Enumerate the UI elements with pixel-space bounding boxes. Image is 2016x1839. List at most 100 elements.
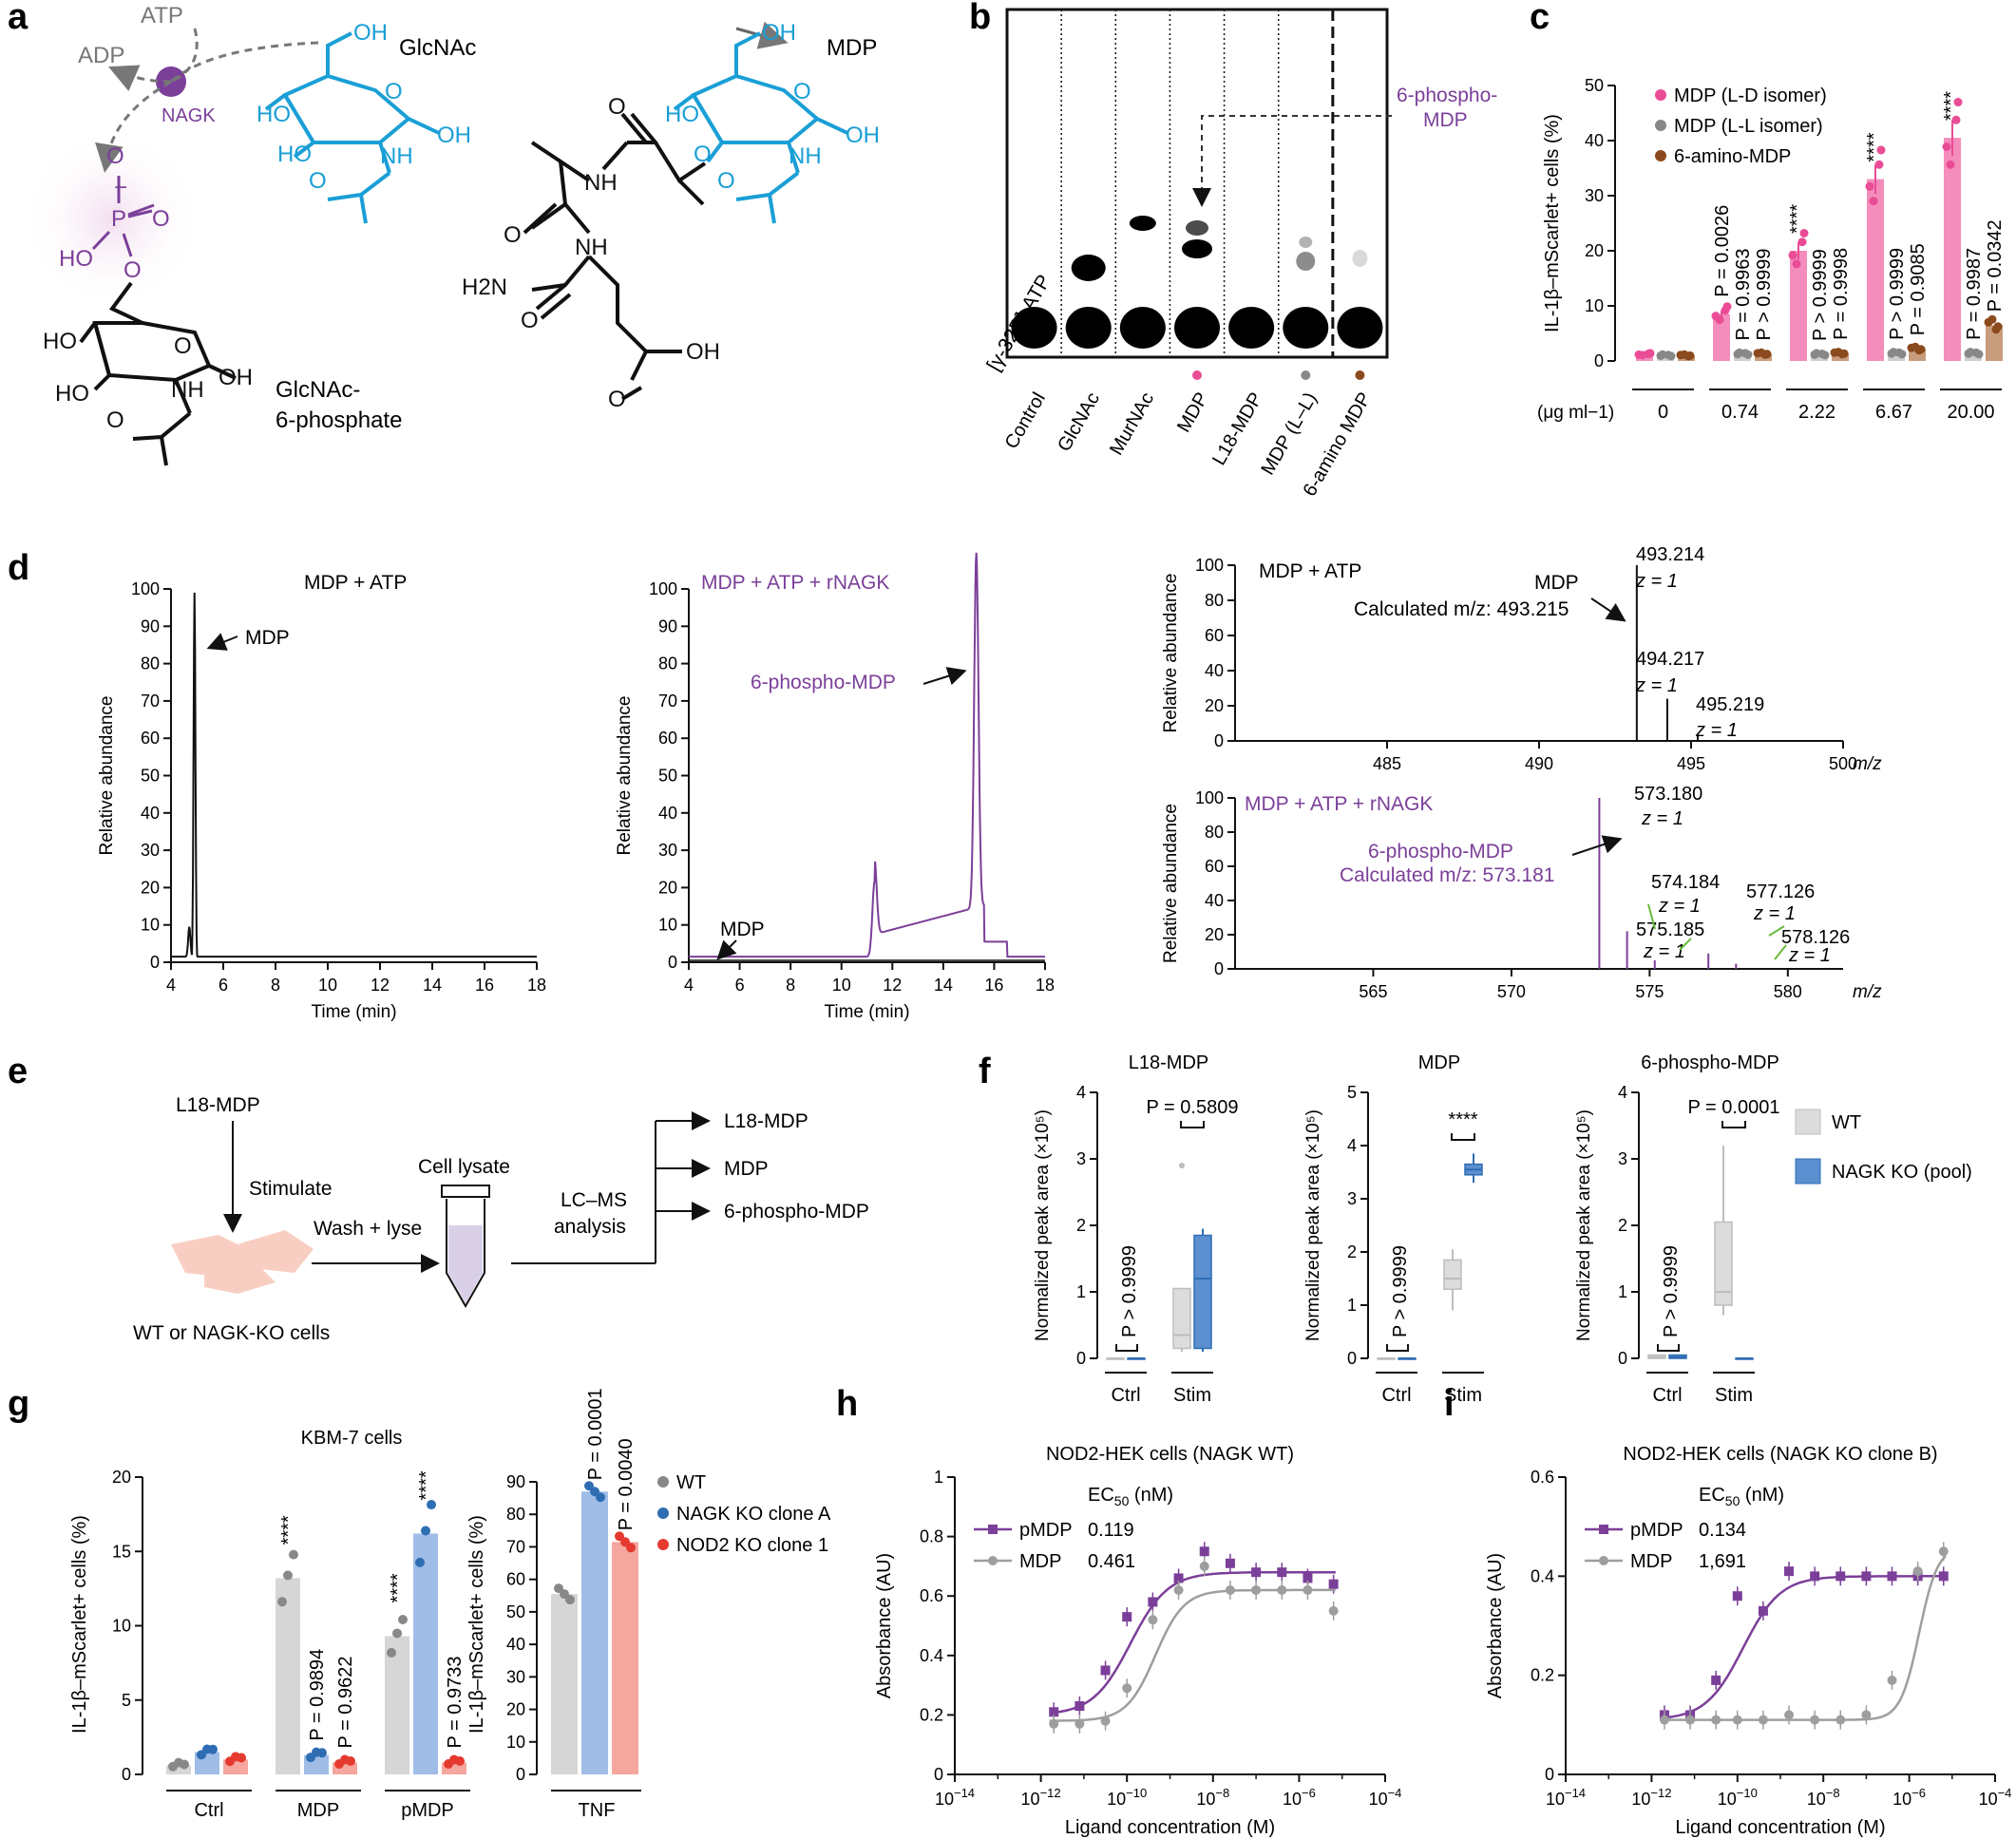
phospho-o-right: O bbox=[152, 206, 170, 232]
glcnac6p-title-1: GlcNAc- bbox=[276, 377, 360, 403]
f1-y-tick-label: 1 bbox=[1076, 1282, 1086, 1301]
c-p-value: P = 0.0342 bbox=[1985, 219, 2006, 312]
g6p-ho-2: HO bbox=[55, 381, 89, 407]
ms2-peak-mz: 575.185 bbox=[1636, 920, 1704, 940]
g1-bar bbox=[276, 1578, 300, 1774]
g2-y-tick-label: 10 bbox=[506, 1733, 525, 1752]
ms2-green-pointer bbox=[1768, 925, 1785, 937]
glcnac6p-structure bbox=[79, 281, 237, 466]
ms2-x-tick-label: 575 bbox=[1635, 982, 1664, 1001]
f1-y-tick-label: 0 bbox=[1076, 1349, 1086, 1368]
c-point bbox=[1953, 98, 1963, 107]
tlc-plate-frame bbox=[1005, 8, 1389, 359]
h-x-tick-label: 10−8 bbox=[1196, 1786, 1229, 1809]
i-legend-name: MDP bbox=[1630, 1551, 1672, 1572]
g1-significance: **** bbox=[278, 1515, 299, 1545]
tlc-product-spot bbox=[1182, 239, 1212, 258]
c-point bbox=[1987, 314, 1997, 324]
g1-y-tick-label: 20 bbox=[112, 1468, 131, 1487]
d2-y-tick-label: 50 bbox=[658, 767, 677, 786]
tlc-product-spot bbox=[1129, 216, 1156, 231]
d2-x-tick-label: 6 bbox=[735, 976, 745, 995]
i-y-tick-label: 0.6 bbox=[1531, 1468, 1554, 1487]
i-legend-name: pMDP bbox=[1630, 1520, 1683, 1541]
ms2-x-tick-label: 570 bbox=[1497, 982, 1526, 1001]
h-point-circle bbox=[1100, 1716, 1111, 1726]
g1-bar bbox=[166, 1765, 191, 1774]
h-point-square bbox=[1075, 1701, 1085, 1712]
g1-point bbox=[387, 1647, 396, 1658]
ms2-green-pointer bbox=[1774, 944, 1787, 960]
mdp-peptide-structure bbox=[523, 112, 707, 401]
mdp-nh-sugar: NH bbox=[789, 143, 822, 169]
ms2-peak-z: z = 1 bbox=[1643, 941, 1685, 962]
g-legend-dot bbox=[657, 1507, 669, 1519]
c-point bbox=[1788, 251, 1797, 260]
ms2-x-unit: m/z bbox=[1853, 982, 1882, 1002]
e-cells-label: WT or NAGK-KO cells bbox=[133, 1322, 330, 1344]
d2-x-tick-label: 4 bbox=[684, 976, 694, 995]
h-legend-ec50: 0.461 bbox=[1088, 1551, 1135, 1572]
ms1-y-tick-label: 0 bbox=[1214, 731, 1224, 750]
f1-title: L18-MDP bbox=[1129, 1052, 1208, 1073]
g2-bar bbox=[551, 1594, 578, 1774]
h-y-tick-label: 1 bbox=[934, 1468, 943, 1487]
d1-x-tick-label: 6 bbox=[219, 976, 228, 995]
panel-letter-e: e bbox=[8, 1052, 28, 1091]
c-point bbox=[1799, 228, 1809, 237]
g6p-nh: NH bbox=[171, 377, 204, 403]
f3-y-tick-label: 3 bbox=[1618, 1149, 1627, 1168]
h-point-circle bbox=[1251, 1584, 1262, 1595]
g1-cat-label: Ctrl bbox=[194, 1800, 223, 1821]
tlc-marker-6amino bbox=[1355, 370, 1365, 380]
c-y-tick-label: 10 bbox=[1585, 296, 1604, 315]
i-x-tick-label: 10−10 bbox=[1718, 1786, 1758, 1809]
d1-peak-label: MDP bbox=[245, 627, 290, 649]
i-point-square bbox=[1861, 1571, 1872, 1582]
d1-y-tick-label: 10 bbox=[141, 916, 160, 935]
i-legend-square bbox=[1599, 1525, 1608, 1534]
d2-title: MDP + ATP + rNAGK bbox=[701, 572, 889, 594]
g6p-ring-o: O bbox=[174, 333, 192, 359]
c-category-label: 6.67 bbox=[1875, 402, 1912, 423]
f2-box bbox=[1443, 1259, 1462, 1290]
d1-x-tick-label: 4 bbox=[166, 976, 176, 995]
ms1-y-tick-label: 40 bbox=[1205, 661, 1224, 680]
i-point-square bbox=[1758, 1605, 1768, 1616]
i-point-square bbox=[1887, 1571, 1897, 1582]
c-p-value: P = 0.9963 bbox=[1733, 249, 1754, 341]
i-legend-circle bbox=[1599, 1556, 1608, 1565]
d1-x-tick-label: 12 bbox=[371, 976, 390, 995]
mdp-o-2: O bbox=[504, 222, 522, 248]
tlc-lane-label: MDP bbox=[1173, 389, 1212, 436]
f3-y-tick-label: 1 bbox=[1618, 1282, 1627, 1301]
c-point bbox=[1911, 342, 1920, 351]
glcnac-ho-1: HO bbox=[257, 102, 291, 127]
d2-y-tick-label: 10 bbox=[658, 916, 677, 935]
d2-x-tick-label: 14 bbox=[934, 976, 953, 995]
i-point-circle bbox=[1659, 1715, 1669, 1725]
d1-trace bbox=[171, 592, 537, 958]
f2-y-label: Normalized peak area (×10⁵) bbox=[1303, 1109, 1323, 1341]
ms2-y-tick-label: 40 bbox=[1205, 891, 1224, 910]
f2-y-tick-label: 3 bbox=[1347, 1189, 1357, 1208]
h-point-square bbox=[1328, 1579, 1339, 1589]
i-point-circle bbox=[1758, 1715, 1768, 1725]
tlc-atp-spot bbox=[1283, 307, 1329, 349]
tlc-atp-spot bbox=[1174, 307, 1220, 349]
ms2-y-tick-label: 20 bbox=[1205, 925, 1224, 944]
tlc-product-spot bbox=[1186, 220, 1208, 236]
g2-point bbox=[626, 1543, 636, 1553]
f2-ctrl-p: P > 0.9999 bbox=[1390, 1245, 1411, 1337]
c-legend-label: MDP (L-L isomer) bbox=[1674, 116, 1823, 137]
g1-cat-label: pMDP bbox=[401, 1800, 454, 1821]
f1-y-tick-label: 4 bbox=[1076, 1083, 1086, 1102]
c-point bbox=[1966, 348, 1975, 357]
g1-y-tick-label: 0 bbox=[122, 1765, 131, 1784]
g1-p-value: P = 0.9622 bbox=[335, 1657, 356, 1749]
d2-y-tick-label: 0 bbox=[668, 953, 677, 972]
c-category-label: 2.22 bbox=[1798, 402, 1835, 423]
glcnac-oh-right: OH bbox=[437, 123, 471, 148]
ms1-y-tick-label: 100 bbox=[1195, 556, 1224, 575]
g1-point bbox=[427, 1500, 436, 1510]
